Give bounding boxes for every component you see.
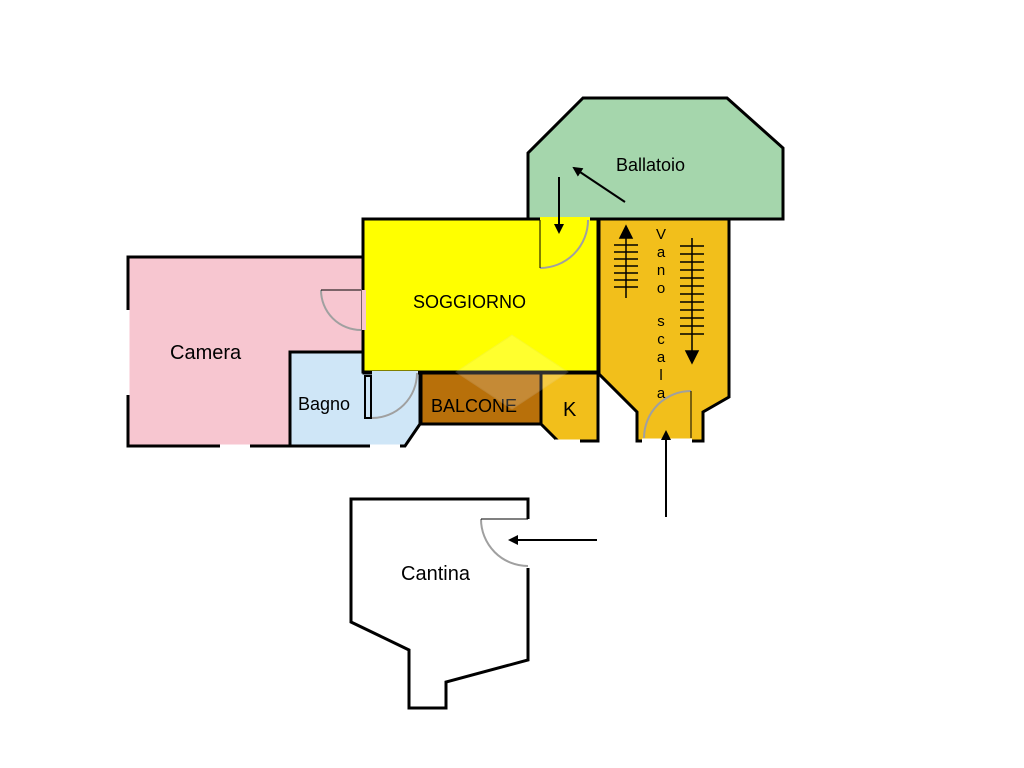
- vano-scala-char: n: [657, 262, 665, 279]
- vano-scala-char: V: [656, 226, 666, 243]
- vano-scala-char: a: [657, 349, 666, 366]
- cantina-label: Cantina: [401, 563, 471, 585]
- bagno-door-block-inner: [366, 377, 370, 417]
- kitchen-label: K: [563, 399, 577, 421]
- vano-scala-char: a: [657, 385, 666, 402]
- vano-scala-char: a: [657, 244, 666, 261]
- vano-scala-label: V a n o s c a l a: [656, 226, 666, 402]
- bagno-door-arc: [371, 372, 418, 419]
- vano-scala-char: s: [657, 313, 665, 330]
- ballatoio-room: [526, 96, 785, 221]
- soggiorno-label: SOGGIORNO: [413, 292, 526, 312]
- balcone-label: BALCONE: [431, 396, 517, 416]
- bagno-label: Bagno: [298, 394, 350, 414]
- stairs-down-symbol: [680, 238, 704, 365]
- vano-scala-char: l: [659, 367, 662, 384]
- scala-door-arc: [643, 390, 692, 439]
- door-arcs: [320, 219, 692, 567]
- ballatoio-entry-arrow: [572, 166, 626, 203]
- vano-scala-char: c: [657, 331, 665, 348]
- watermark-logo: [455, 334, 569, 410]
- camera-door-arc: [320, 289, 362, 331]
- soggiorno-door-arc: [539, 219, 589, 269]
- stairs-up-symbol: [614, 224, 638, 298]
- vano-scala-room: [597, 217, 731, 443]
- arrows: [508, 166, 671, 545]
- cantina-door-arc: [480, 518, 529, 567]
- window-marks: [126, 310, 580, 448]
- vano-scala-char: o: [657, 280, 665, 297]
- cantina-room: [349, 497, 530, 710]
- ballatoio-label: Ballatoio: [616, 155, 685, 175]
- camera-label: Camera: [170, 342, 242, 364]
